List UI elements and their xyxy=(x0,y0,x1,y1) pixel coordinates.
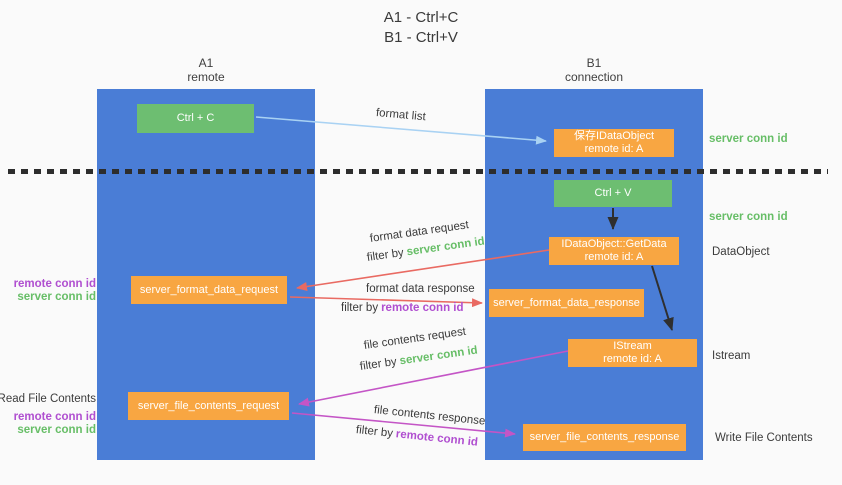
filter-by-text: filter by xyxy=(359,355,398,373)
dataobject-annotation: DataObject xyxy=(712,246,770,258)
filter-by-text: filter by xyxy=(355,424,394,440)
remote-conn-id-text: remote conn id xyxy=(13,278,96,290)
node-istream-line1: IStream xyxy=(613,340,652,352)
node-save-idataobject-line2: remote id: A xyxy=(584,143,644,155)
lane-b1-name: B1 xyxy=(586,56,602,70)
node-file-response-label: server_file_contents_response xyxy=(529,431,680,443)
node-idataobject-getdata: IDataObject::GetData remote id: A xyxy=(549,237,679,265)
lane-a1-subtitle: remote xyxy=(187,70,225,84)
lane-a1-name: A1 xyxy=(198,56,214,70)
lane-header-b1: B1 connection xyxy=(485,56,703,84)
node-getdata-line2: remote id: A xyxy=(584,251,644,263)
node-save-idataobject: 保存IDataObject remote id: A xyxy=(554,129,674,157)
istream-annotation: Istream xyxy=(712,350,751,362)
file-contents-response-label: file contents response xyxy=(373,404,486,428)
node-getdata-line1: IDataObject::GetData xyxy=(561,238,667,250)
read-file-contents-annotation: Read File Contents xyxy=(0,393,96,405)
lane-header-a1: A1 remote xyxy=(97,56,315,84)
format-list-label: format list xyxy=(375,107,427,124)
server-conn-id-annotation-mid: server conn id xyxy=(709,211,788,223)
node-server-format-data-request: server_format_data_request xyxy=(131,276,287,304)
node-ctrl-v: Ctrl + V xyxy=(554,180,672,207)
node-server-format-data-response: server_format_data_response xyxy=(489,289,644,317)
node-ctrl-v-label: Ctrl + V xyxy=(594,187,632,199)
server-conn-id-text: server conn id xyxy=(17,291,96,303)
server-conn-id-annotation-top: server conn id xyxy=(709,133,788,145)
lane-b1-subtitle: connection xyxy=(564,70,624,84)
diagram-title: A1 - Ctrl+C B1 - Ctrl+V xyxy=(0,8,842,48)
node-save-idataobject-line1: 保存IDataObject xyxy=(573,130,655,142)
remote-conn-id-text: remote conn id xyxy=(13,411,96,423)
write-file-contents-annotation: Write File Contents xyxy=(715,432,813,444)
node-file-request-label: server_file_contents_request xyxy=(137,399,280,412)
server-conn-id-text: server conn id xyxy=(405,235,486,259)
title-line-2: B1 - Ctrl+V xyxy=(384,29,458,46)
node-istream-line2: remote id: A xyxy=(603,353,662,365)
title-line-1: A1 - Ctrl+C xyxy=(383,9,459,26)
copy-paste-separator-dashed-line xyxy=(8,169,828,174)
file-request-conn-ids: remote conn id server conn id xyxy=(14,411,96,437)
filter-by-text: filter by xyxy=(341,302,379,314)
format-data-response-label: format data response xyxy=(366,283,475,295)
node-format-request-label: server_format_data_request xyxy=(139,283,279,296)
server-conn-id-text: server conn id xyxy=(17,424,96,436)
remote-conn-id-text: remote conn id xyxy=(381,302,464,314)
node-server-file-contents-response: server_file_contents_response xyxy=(523,424,686,451)
node-server-file-contents-request: server_file_contents_request xyxy=(128,392,289,420)
node-format-response-label: server_format_data_response xyxy=(493,296,640,309)
filter-by-text: filter by xyxy=(366,246,405,264)
format-request-conn-ids: remote conn id server conn id xyxy=(14,278,96,304)
node-ctrl-c-label: Ctrl + C xyxy=(176,112,215,124)
remote-conn-id-text: remote conn id xyxy=(395,428,479,449)
server-conn-id-text: server conn id xyxy=(398,344,479,368)
node-ctrl-c: Ctrl + C xyxy=(137,104,254,133)
node-istream: IStream remote id: A xyxy=(568,339,697,367)
